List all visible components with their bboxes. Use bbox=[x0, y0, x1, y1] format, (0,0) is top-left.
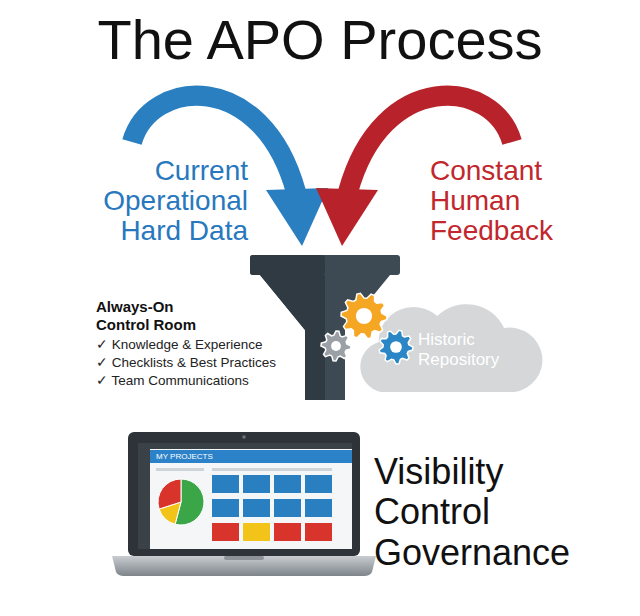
funnel-rim bbox=[250, 255, 400, 275]
screen-sidebar bbox=[138, 443, 150, 549]
laptop-lid bbox=[128, 432, 360, 556]
laptop-camera bbox=[242, 435, 246, 439]
repository-cloud: Historic Repository bbox=[350, 280, 540, 398]
gear-hole bbox=[390, 341, 402, 353]
tile bbox=[305, 475, 332, 493]
checklist-item: ✓ Checklists & Best Practices bbox=[96, 355, 276, 371]
pie-chart bbox=[158, 479, 204, 525]
tile bbox=[243, 475, 270, 493]
input-label: Current Operational Hard Data bbox=[58, 156, 248, 247]
gear-icon bbox=[379, 330, 413, 364]
gear-teeth bbox=[321, 331, 351, 361]
screen-line bbox=[212, 468, 332, 471]
gear-teeth bbox=[379, 330, 413, 364]
gear-hole bbox=[331, 341, 341, 351]
gear-icon bbox=[321, 331, 351, 361]
input-label: Constant Human Feedback bbox=[430, 156, 610, 247]
laptop-notch bbox=[224, 556, 264, 560]
tile bbox=[274, 499, 301, 517]
gear-hole bbox=[356, 308, 372, 324]
laptop-screen bbox=[138, 443, 352, 549]
section-heading: Always-On Control Room bbox=[96, 298, 221, 334]
tile bbox=[212, 475, 239, 493]
tile bbox=[274, 523, 301, 541]
tile bbox=[274, 475, 301, 493]
laptop-base bbox=[112, 556, 376, 576]
screen-header-bar bbox=[150, 450, 352, 463]
screen-line bbox=[156, 468, 204, 471]
tile bbox=[212, 499, 239, 517]
tile bbox=[305, 523, 332, 541]
cloud-label: Historic Repository bbox=[418, 330, 518, 371]
tile bbox=[305, 499, 332, 517]
checklist-item: ✓ Knowledge & Experience bbox=[96, 337, 263, 353]
tile-grid bbox=[212, 475, 332, 541]
gear-icon bbox=[341, 293, 387, 338]
tile bbox=[243, 523, 270, 541]
gear-teeth bbox=[341, 293, 387, 338]
cloud-outline bbox=[360, 304, 542, 392]
pie-slice bbox=[158, 479, 181, 509]
funnel-shade bbox=[250, 255, 325, 275]
checklist-item: ✓ Team Communications bbox=[96, 373, 249, 389]
screen-toolbar bbox=[150, 443, 352, 449]
outcome-label: Visibility Control Governance bbox=[374, 452, 570, 573]
arrow-head bbox=[316, 188, 378, 246]
funnel-shade bbox=[260, 275, 325, 400]
screen-title: MY PROJECTS bbox=[156, 451, 213, 462]
tile bbox=[243, 499, 270, 517]
tile bbox=[212, 523, 239, 541]
title: The APO Process bbox=[0, 12, 640, 68]
arrow-head bbox=[266, 188, 328, 246]
